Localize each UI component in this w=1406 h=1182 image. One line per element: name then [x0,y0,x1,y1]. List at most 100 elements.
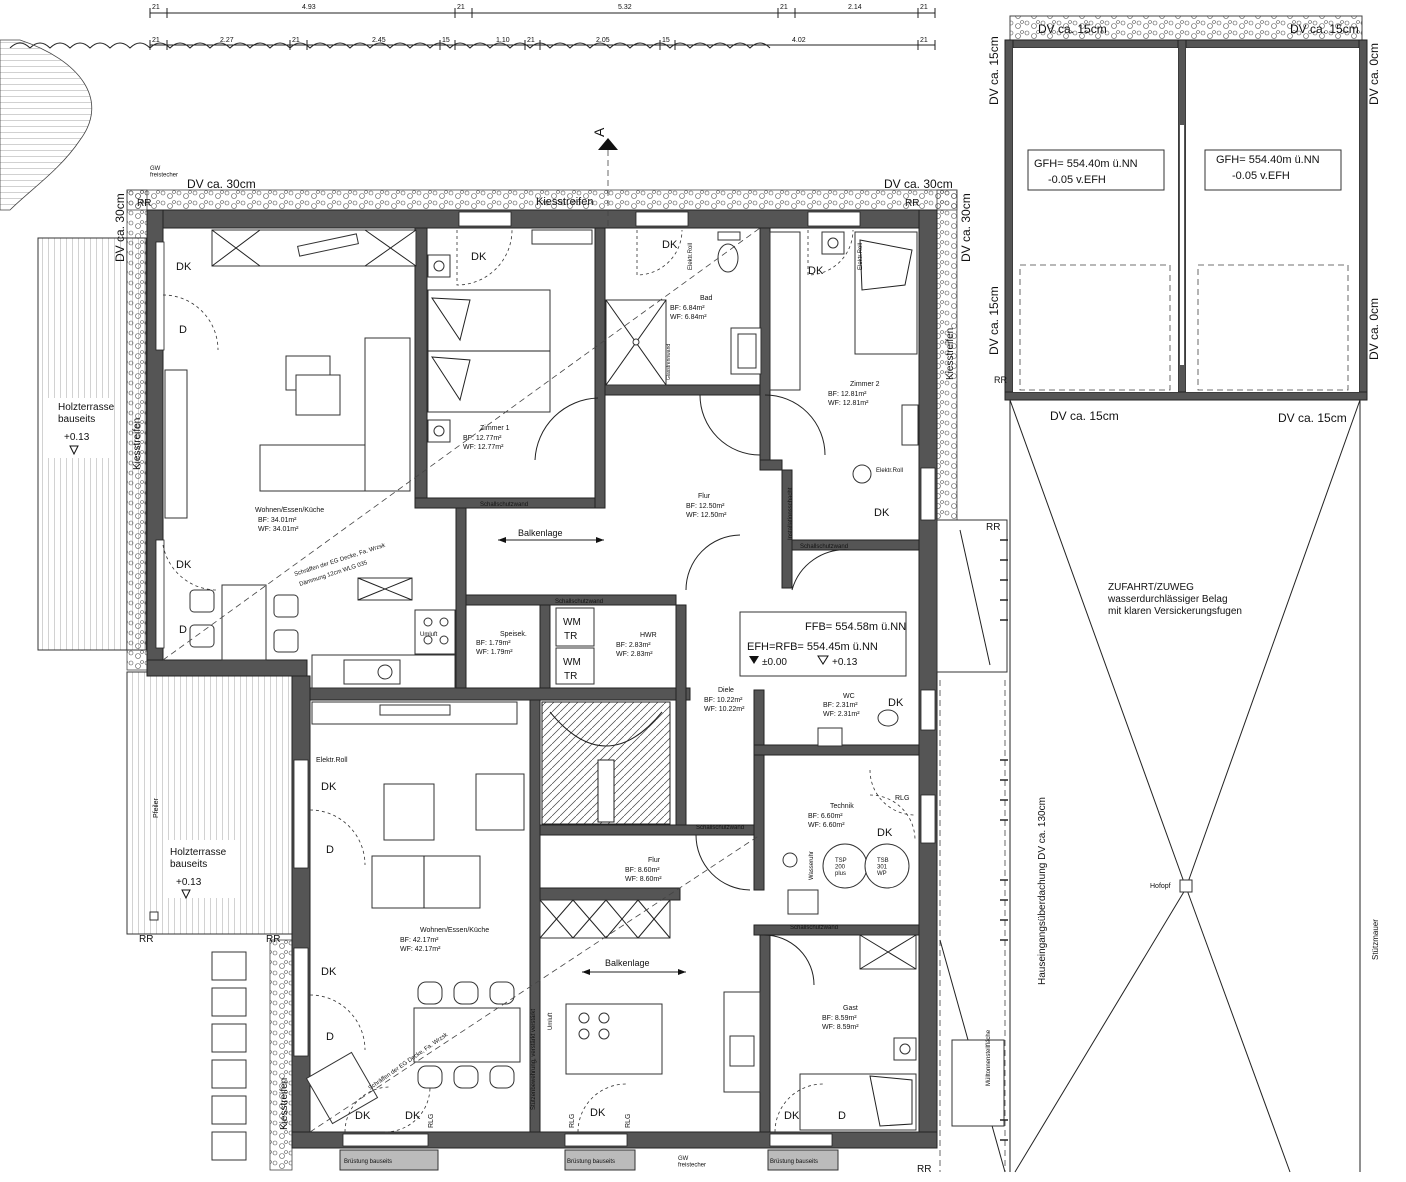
dim-sub-5: 15 [442,37,450,44]
tag-dk-1: DK [176,261,192,273]
tech-wf: WF: 6.60m² [808,822,845,829]
tag-d-5: D [838,1110,846,1122]
garage-drip-bottom-left: DV ca. 15cm [1050,409,1119,423]
efh-level: EFH=RFB= 554.45m ü.NN [747,641,878,653]
dimension-lines: 21 4.93 21 5.32 21 2.14 21 21 2.27 21 2.… [149,4,936,50]
tech-name: Technik [830,803,854,810]
tag-dk-8: DK [877,827,893,839]
soundwall-upper-3: Schallschutzwand [800,544,848,550]
slope-hatching [0,39,92,211]
lower-living-wf: WF: 42.17m² [400,946,441,953]
utility-name: HWR [640,632,657,639]
lower-living-furniture: Umluft Stützenbewehrung, verstärkt verst… [305,701,761,1125]
bath-name: Bad [700,295,713,302]
garage: DV ca. 15cm DV ca. 15cm DV ca. 15cm DV c… [987,15,1381,425]
garage-drip-right-top: DV ca. 0cm [1367,43,1381,105]
garage-right-level-1: GFH= 554.40m ü.NN [1216,154,1320,166]
drip-top-left: DV ca. 30cm [187,177,256,191]
tag-dk-6: DK [874,507,890,519]
tag-dk-3: DK [471,251,487,263]
tag-dk-10: DK [321,966,337,978]
utility-bf: BF: 2.83m² [616,642,651,649]
bath-electric: Elektr.Roll [688,243,694,270]
garage-drip-left-bottom: DV ca. 15cm [987,286,1001,355]
room2-electric: Elektr.Roll [858,243,864,270]
garage-left-level-1: GFH= 554.40m ü.NN [1034,158,1138,170]
rr-lower-terrace: RR [139,934,153,945]
water-meter-label: Wasseruhr [809,851,815,880]
bath-glasswall: Glasstrennwand [666,344,672,380]
driveway-line2: wasserdurchlässiger Belag [1107,594,1228,605]
paving-stones [211,951,247,1161]
lower-electric: Elektr.Roll [316,757,348,764]
room1-name: Zimmer 1 [480,425,510,432]
soundwall-upper: Schallschutzwand [480,502,528,508]
upper-terrace-title: Holzterrasse [58,402,115,413]
wc-name: WC [843,693,855,700]
lower-hall-bf: BF: 8.60m² [625,867,660,874]
drip-top-right: DV ca. 30cm [884,177,953,191]
upper-terrace-sub: bauseits [58,414,95,425]
driveway-title: ZUFAHRT/ZUWEG [1108,582,1194,593]
tag-d-3: D [326,844,334,856]
levels-box: FFB= 554.58m ü.NN EFH=RFB= 554.45m ü.NN … [739,611,907,677]
dim-top-5: 21 [780,4,788,11]
lower-beam-direction: Balkenlage [605,958,650,968]
ffb-level: FFB= 554.58m ü.NN [805,621,906,633]
pantry-name: Speisek. [500,631,527,638]
tag-rlg-2: RLG [569,1114,576,1128]
bath-bf: BF: 6.84m² [670,305,705,312]
lobby-name: Diele [718,687,734,694]
tag-rlg-3: RLG [625,1114,632,1128]
gravel-label-right: Kiesstreifen [945,328,956,380]
driveway: ZUFAHRT/ZUWEG wasserdurchlässiger Belag … [1000,399,1380,1173]
lower-terrace-level: +0.13 [176,877,202,888]
dim-sub-10: 4.02 [792,37,806,44]
dim-sub-1: 21 [152,37,160,44]
entrance-canopy: Hauseingangsüberdachung DV ca. 130cm [1037,797,1048,985]
dim-sub-7: 21 [527,37,535,44]
garage-drip-right-bottom: DV ca. 0cm [1367,298,1381,360]
wm-label-2: WM [563,657,581,668]
sill-label-1: Brüstung bauseits [344,1159,392,1165]
wc-bf: BF: 2.31m² [823,702,858,709]
lobby-wf: WF: 10.22m² [704,706,745,713]
lower-living-name: Wohnen/Essen/Küche [420,927,489,934]
rr-lower-terrace2: RR [266,934,280,945]
tag-dk-14: DK [784,1110,800,1122]
garage-drip-top-left: DV ca. 15cm [1038,22,1107,36]
garage-left-level-2: -0.05 v.EFH [1048,174,1106,186]
trash-area: Mülltonnenstellfläche [986,1029,992,1086]
dim-top-1: 21 [152,4,160,11]
tech-bf: BF: 6.60m² [808,813,843,820]
upper-terrace-level: +0.13 [64,432,90,443]
dim-sub-4: 2.45 [372,37,386,44]
pantry-wf: WF: 1.79m² [476,649,513,656]
door-swings [162,229,916,1133]
upper-beam-direction: Balkenlage [518,528,563,538]
upper-living-bf: BF: 34.01m² [258,517,297,524]
lower-terrace-title: Holzterrasse [170,847,227,858]
gravel-label-left: Kiesstreifen [132,418,143,470]
room1-bf: BF: 12.77m² [463,435,502,442]
shaft-note: Installationsschacht [788,487,794,540]
rr-entry-1: RR [986,522,1000,533]
hall-wf: WF: 12.50m² [686,512,727,519]
driveway-line3: mit klaren Versickerungsfugen [1108,606,1242,617]
lower-hall-wf: WF: 8.60m² [625,876,662,883]
room1-wf: WF: 12.77m² [463,444,504,451]
upper-living-furniture: Umluft [164,229,456,689]
diagonal-ceiling-line [162,227,761,661]
dim-top-7: 21 [920,4,928,11]
room2-furniture [769,231,919,484]
retaining-wall: Stützmauer [1371,919,1380,960]
soundwall-upper-2: Schallschutzwand [555,599,603,605]
tag-dk-12: DK [405,1110,421,1122]
lobby-bf: BF: 10.22m² [704,697,743,704]
lower-living-bf: BF: 42.17m² [400,937,439,944]
dim-top-3: 21 [457,4,465,11]
dim-top-4: 5.32 [618,4,632,11]
sill-label-3: Brüstung bauseits [770,1159,818,1165]
dim-sub-11: 21 [920,37,928,44]
